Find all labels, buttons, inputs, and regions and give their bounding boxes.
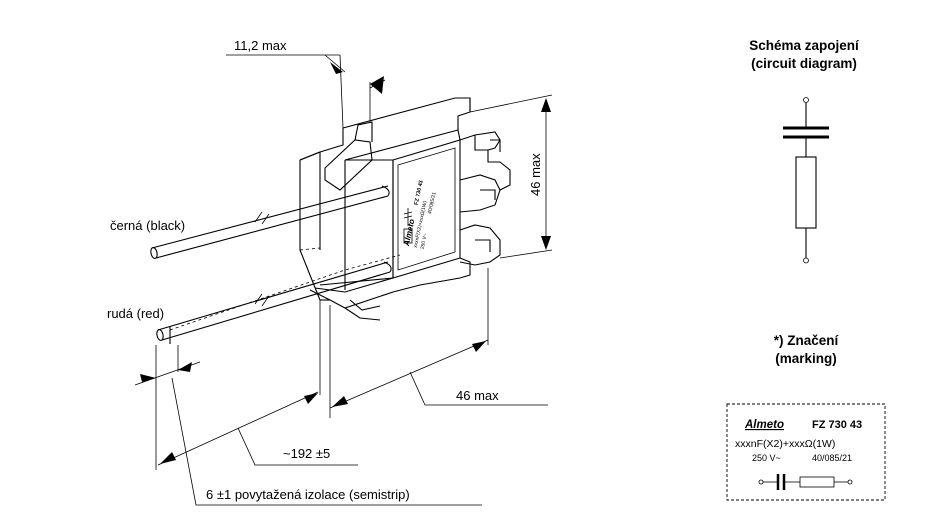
marking-voltage: 250 V~ bbox=[752, 453, 781, 463]
component-voltage: 250 V~ bbox=[420, 233, 429, 250]
marking-spec: xxxnF(X2)+xxxΩ(1W) bbox=[735, 438, 835, 450]
resistor-symbol bbox=[795, 156, 817, 229]
dimension-height-label: 46 max bbox=[528, 153, 543, 196]
marking-brand: Almeto bbox=[744, 419, 784, 431]
component-climatic: 40/085/21 bbox=[427, 191, 438, 214]
wire-red bbox=[156, 261, 392, 344]
marking-symbol bbox=[758, 474, 853, 490]
centerline bbox=[169, 254, 401, 331]
dimension-depth-label: 46 max bbox=[456, 388, 499, 403]
component-body bbox=[299, 97, 511, 321]
capacitor-symbol bbox=[783, 126, 829, 139]
marking-title-line1: *) Značení bbox=[774, 333, 840, 348]
component-symbol bbox=[403, 208, 413, 244]
component-part-number: FZ 730 43 bbox=[414, 180, 425, 206]
dimension-semistrip-label: 6 ±1 povytažená izolace (semistrip) bbox=[206, 487, 410, 502]
dimension-top-width: 11,2 max bbox=[226, 38, 386, 129]
wire-black bbox=[150, 185, 390, 259]
wire-red-label: rudá (red) bbox=[107, 306, 164, 321]
marking-part-number: FZ 730 43 bbox=[812, 419, 862, 431]
schematic-title-line2: (circuit diagram) bbox=[751, 56, 857, 71]
dimension-height: 46 max bbox=[469, 94, 553, 259]
schematic-title-line1: Schéma zapojení bbox=[749, 38, 860, 53]
dimension-lead-length: ~192 ±5 bbox=[155, 300, 358, 470]
marking-title-line2: (marking) bbox=[775, 351, 837, 366]
marking-climatic: 40/085/21 bbox=[812, 453, 852, 463]
marking-box: Almeto FZ 730 43 xxxnF(X2)+xxxΩ(1W) 250 … bbox=[726, 403, 886, 501]
dimension-depth: 46 max bbox=[329, 268, 548, 418]
wire-black-label: černá (black) bbox=[110, 218, 185, 233]
component-label: Almeto FZ 730 43 xxxnF(X2)+xxxΩ(1W) 250 … bbox=[402, 180, 438, 250]
dimension-lead-length-label: ~192 ±5 bbox=[283, 446, 330, 461]
dimension-top-width-label: 11,2 max bbox=[234, 38, 287, 53]
circuit-diagram bbox=[783, 97, 829, 264]
dimension-semistrip: 6 ±1 povytažená izolace (semistrip) bbox=[134, 345, 482, 506]
